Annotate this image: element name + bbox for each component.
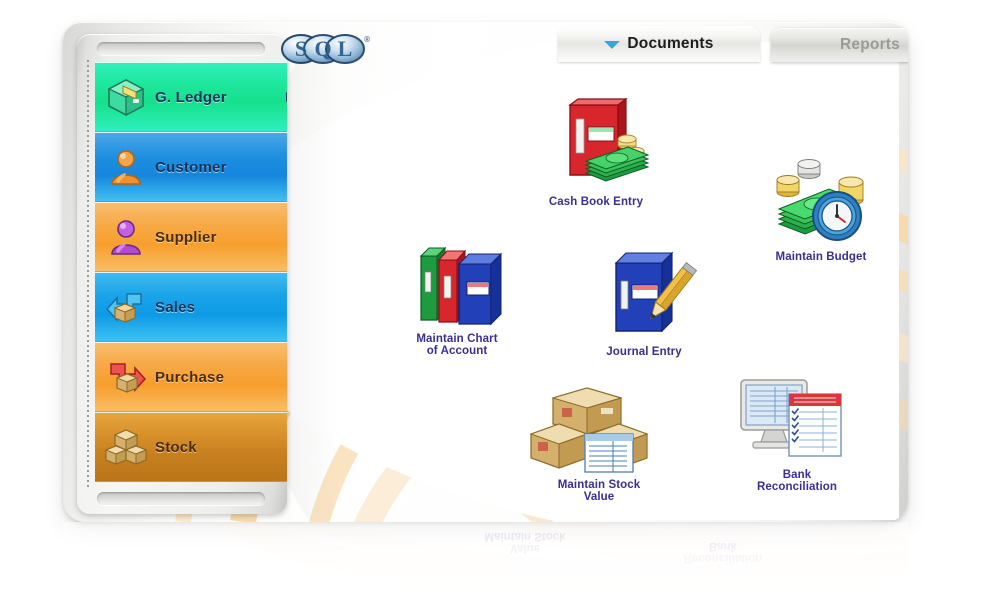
chevron-right-icon (286, 92, 287, 102)
app-icon-maintain-budget-label: Maintain Budget (775, 251, 867, 263)
tab-documents[interactable]: Documents (558, 26, 760, 62)
reflection-label-stock: Value Maintain Stock (484, 530, 566, 554)
application-window: Documents Reports (63, 22, 908, 522)
ledger-cube-icon (103, 74, 149, 120)
sidebar-item-supplier[interactable]: Supplier (95, 202, 287, 272)
boxes-list-icon (529, 380, 669, 476)
window-reflection: Value Maintain Stock Reconciliation Bank (63, 522, 908, 598)
tab-reports[interactable]: Reports (771, 28, 908, 62)
money-clock-icon (751, 152, 891, 248)
tab-reports-label: Reports (840, 36, 900, 53)
red-book-cash-icon (526, 97, 666, 193)
app-icon-maintain-stock-value[interactable]: Maintain Stock Value (529, 380, 669, 503)
sidebar-item-g-ledger-label: G. Ledger (155, 88, 227, 106)
tab-documents-label: Documents (627, 35, 714, 52)
stock-label-line1: Maintain Stock (557, 479, 641, 491)
app-icon-cash-book-entry[interactable]: Cash Book Entry (526, 97, 666, 208)
svg-text:L: L (338, 36, 353, 61)
sidebar: G. Ledger Custome (77, 34, 287, 514)
app-icon-maintain-stock-value-label: Maintain Stock Value (529, 479, 669, 503)
app-icon-maintain-chart-of-account[interactable]: Maintain Chart of Account (387, 234, 527, 357)
bank-label-line2: Reconciliation (757, 481, 837, 493)
customer-person-icon (103, 144, 149, 190)
monitor-checklist-icon (727, 370, 867, 466)
sidebar-top-slot (97, 42, 265, 55)
reflection-swirl (223, 522, 908, 596)
bank-label-line1: Bank (782, 469, 812, 481)
reflection-fade-mask (63, 522, 908, 598)
supplier-person-icon (103, 214, 149, 260)
app-icon-maintain-chart-of-account-label: Maintain Chart of Account (387, 333, 527, 357)
sidebar-nav-list: G. Ledger Custome (95, 62, 287, 486)
sidebar-item-customer[interactable]: Customer (95, 132, 287, 202)
stock-boxes-icon (103, 424, 149, 470)
sidebar-item-customer-label: Customer (155, 158, 227, 176)
registered-mark: ® (364, 35, 370, 44)
blue-book-pencil-icon (574, 247, 714, 343)
stock-label-line2: Value (583, 491, 615, 503)
sql-logo: S Q L ® (279, 32, 371, 66)
document-icon-grid: Cash Book Entry (259, 42, 908, 520)
coa-label-line2: of Account (426, 345, 488, 357)
three-books-icon (387, 234, 527, 330)
sidebar-item-g-ledger[interactable]: G. Ledger (95, 62, 287, 132)
chevron-down-icon (604, 41, 621, 49)
app-icon-journal-entry[interactable]: Journal Entry (574, 247, 714, 358)
purchase-arrow-box-icon (103, 354, 149, 400)
app-icon-journal-entry-label: Journal Entry (606, 346, 682, 358)
sidebar-perforation (87, 60, 89, 490)
app-icon-bank-reconciliation-label: Bank Reconciliation (727, 469, 867, 493)
sidebar-item-supplier-label: Supplier (155, 228, 217, 246)
sidebar-item-stock[interactable]: Stock (95, 412, 287, 482)
svg-text:Q: Q (314, 36, 331, 61)
coa-label-line1: Maintain Chart (416, 333, 498, 345)
app-icon-bank-reconciliation[interactable]: Bank Reconciliation (727, 370, 867, 493)
sql-logo-icon: S Q L (281, 34, 365, 64)
reflection-label-bank: Reconciliation Bank (683, 540, 763, 564)
sidebar-item-purchase[interactable]: Purchase (95, 342, 287, 412)
sidebar-item-sales-label: Sales (155, 298, 196, 316)
app-icon-cash-book-entry-label: Cash Book Entry (548, 196, 644, 208)
sidebar-item-stock-label: Stock (155, 438, 197, 456)
app-icon-maintain-budget[interactable]: Maintain Budget (751, 152, 891, 263)
sales-arrow-box-icon (103, 284, 149, 330)
sidebar-bottom-slot (97, 492, 265, 505)
sidebar-item-purchase-label: Purchase (155, 368, 225, 386)
window-body: Documents Reports (63, 22, 908, 522)
sidebar-item-sales[interactable]: Sales (95, 272, 287, 342)
tab-strip: Documents Reports (263, 22, 908, 64)
svg-text:S: S (295, 36, 307, 61)
